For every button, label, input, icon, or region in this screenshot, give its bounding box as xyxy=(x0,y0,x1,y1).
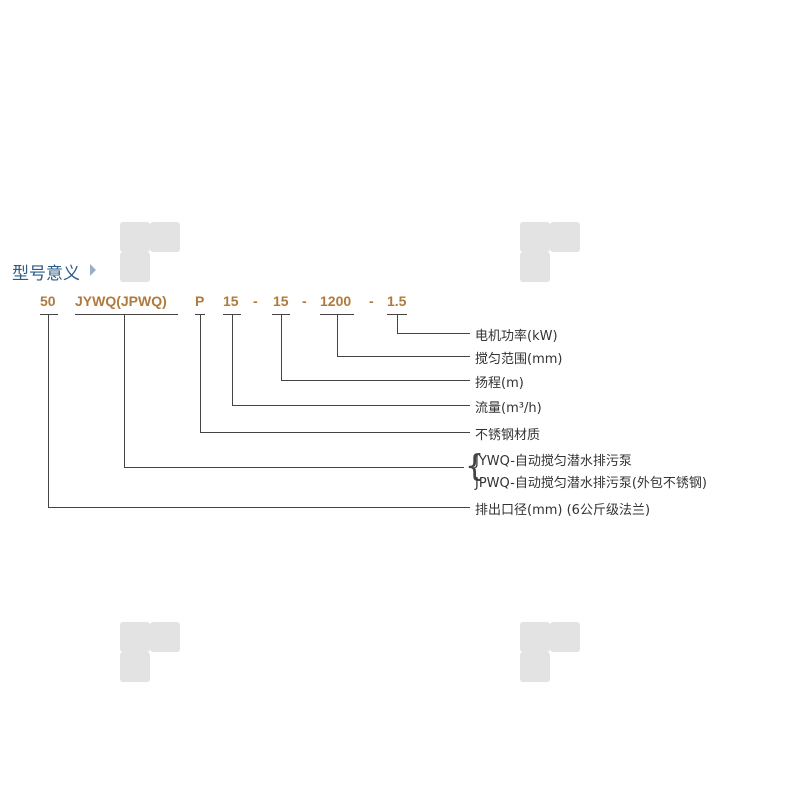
arrow-right-icon xyxy=(90,264,96,276)
code-dash: - xyxy=(369,293,374,309)
label-size: 排出口径(mm) (6公斤级法兰) xyxy=(475,503,651,518)
code-size: 50 xyxy=(40,293,56,309)
underline xyxy=(75,314,178,315)
watermark-logo xyxy=(520,222,590,292)
code-dash: - xyxy=(253,293,258,309)
code-head: 15 xyxy=(273,293,289,309)
connector-line xyxy=(337,314,338,356)
label-material: 不锈钢材质 xyxy=(475,428,541,443)
connector-line xyxy=(281,380,470,381)
section-title: 型号意义 xyxy=(12,264,80,284)
connector-line xyxy=(337,356,470,357)
watermark-logo xyxy=(120,222,190,292)
code-material: P xyxy=(195,293,205,309)
label-model-jpwq: JPWQ-自动搅匀潜水排污泵(外包不锈钢) xyxy=(475,476,707,491)
brace: { xyxy=(465,449,485,484)
code-model: JYWQ(JPWQ) xyxy=(75,293,167,309)
code-flow: 15 xyxy=(223,293,239,309)
watermark-logo xyxy=(120,622,190,692)
connector-line xyxy=(397,314,398,333)
watermark-logo xyxy=(520,622,590,692)
label-flow: 流量(m³/h) xyxy=(475,401,542,416)
code-dash: - xyxy=(302,293,307,309)
label-range: 搅匀范围(mm) xyxy=(475,352,563,367)
code-power: 1.5 xyxy=(387,293,407,309)
connector-line xyxy=(48,314,49,507)
label-model-jywq: JYWQ-自动搅匀潜水排污泵 xyxy=(475,454,632,469)
connector-line xyxy=(232,314,233,405)
label-power: 电机功率(kW) xyxy=(475,329,558,344)
connector-line xyxy=(48,507,470,508)
label-head: 扬程(m) xyxy=(475,376,524,391)
connector-line xyxy=(232,405,470,406)
connector-line xyxy=(200,432,470,433)
connector-line xyxy=(281,314,282,380)
connector-line xyxy=(397,333,470,334)
connector-line xyxy=(200,314,201,432)
connector-line xyxy=(124,467,464,468)
underline xyxy=(40,314,58,315)
connector-line xyxy=(124,314,125,467)
code-range: 1200 xyxy=(320,293,352,309)
